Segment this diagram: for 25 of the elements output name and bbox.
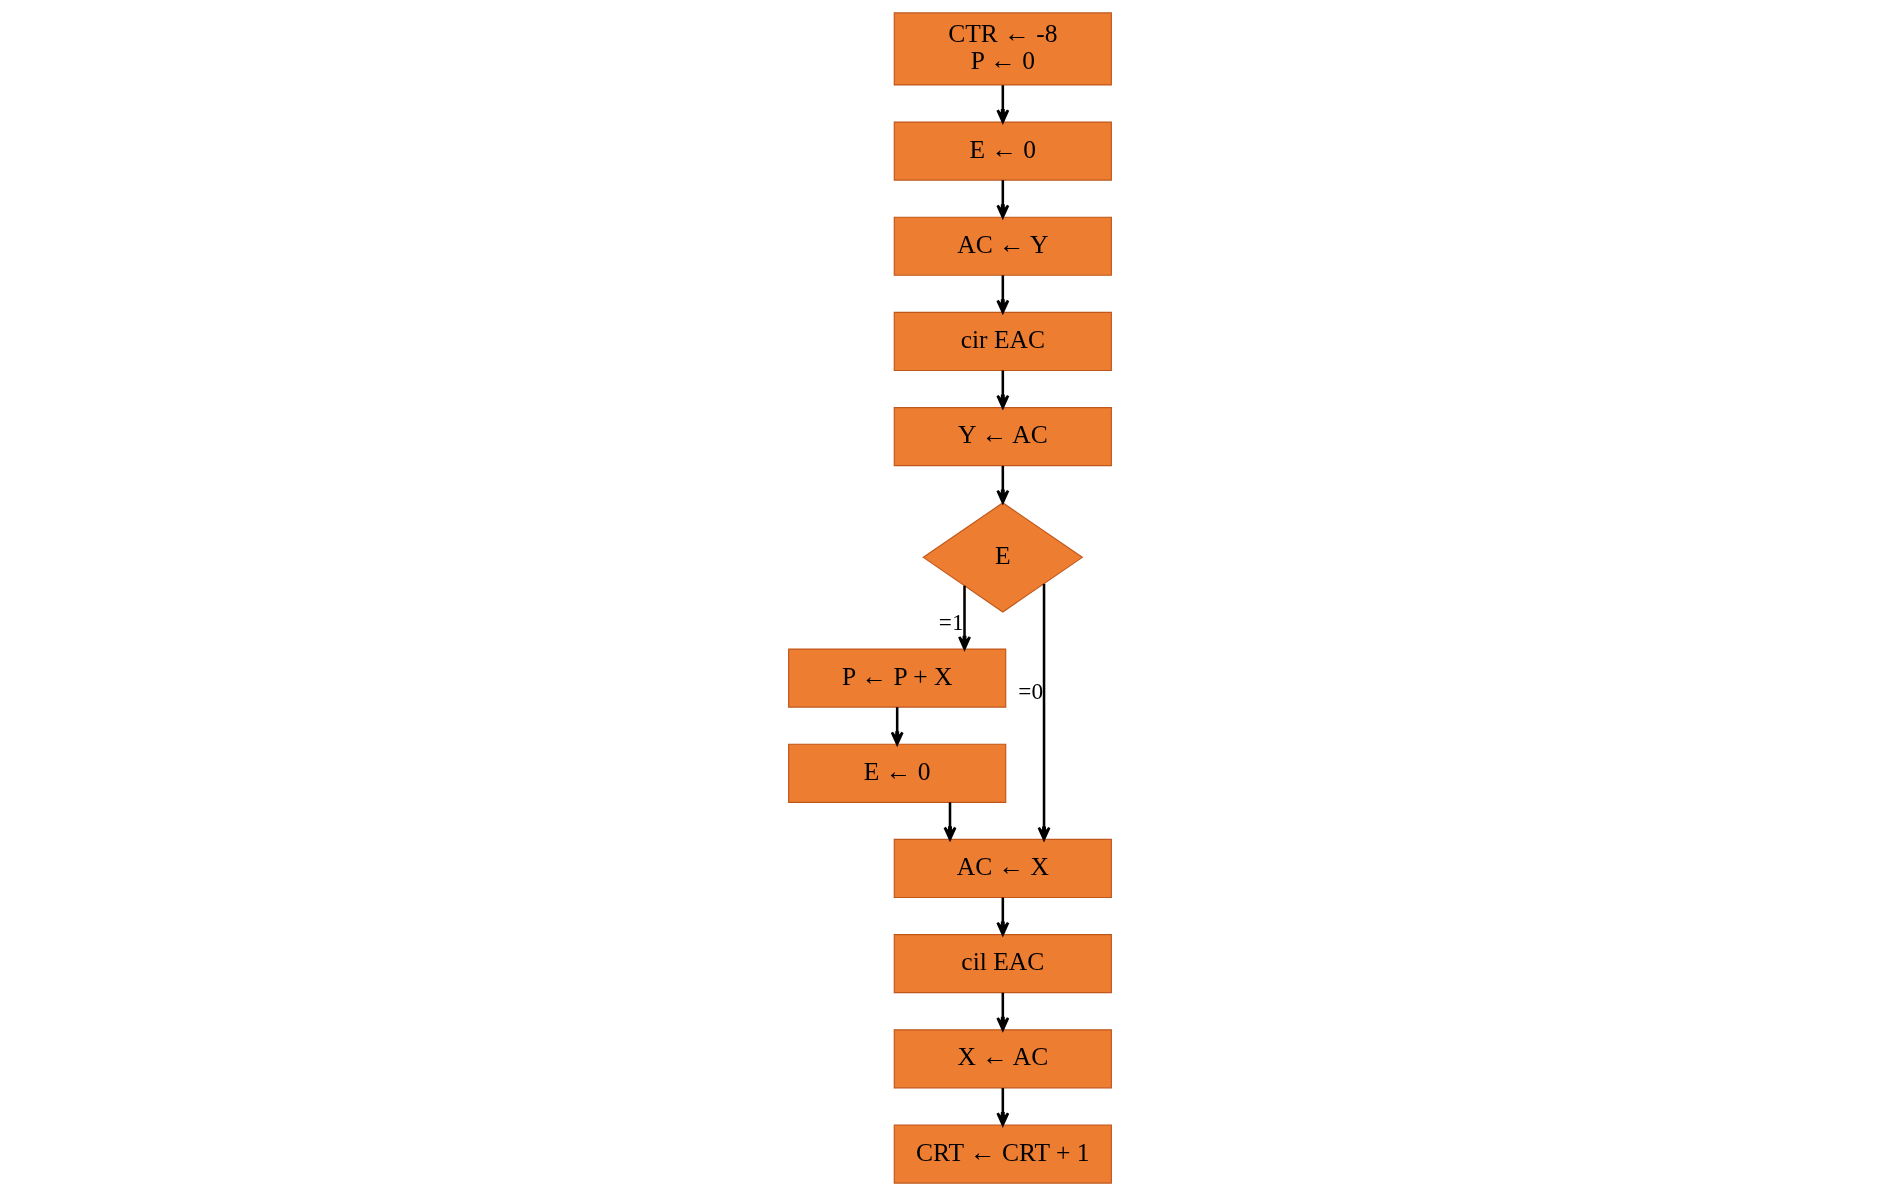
node-box: cir EAC bbox=[893, 311, 1112, 372]
node-box: Y ← AC bbox=[893, 407, 1112, 467]
arrow bbox=[996, 1087, 1010, 1127]
arrow bbox=[996, 180, 1010, 219]
node-box: AC ← X bbox=[893, 838, 1112, 899]
arrow bbox=[1037, 583, 1051, 841]
node-box: E ← 0 bbox=[893, 121, 1112, 181]
node-box: E ← 0 bbox=[788, 743, 1007, 803]
node-box: AC ← Y bbox=[893, 216, 1112, 276]
arrow bbox=[943, 802, 957, 841]
node-diamond: E bbox=[922, 502, 1084, 613]
arrow bbox=[996, 85, 1010, 124]
arrow bbox=[996, 992, 1010, 1031]
node-box: P ← P + X bbox=[788, 648, 1007, 708]
node-box: CTR ← -8 P ← 0 bbox=[893, 12, 1112, 86]
arrow bbox=[996, 275, 1010, 314]
arrow bbox=[958, 585, 971, 650]
node-box: cil EAC bbox=[893, 934, 1112, 994]
arrow bbox=[996, 897, 1010, 936]
arrow bbox=[890, 707, 904, 746]
node-box: X ← AC bbox=[893, 1029, 1112, 1089]
arrow bbox=[996, 370, 1010, 409]
edge-label: =0 bbox=[1018, 677, 1044, 704]
arrow bbox=[996, 465, 1010, 504]
node-box: CRT ← CRT + 1 bbox=[893, 1124, 1112, 1184]
